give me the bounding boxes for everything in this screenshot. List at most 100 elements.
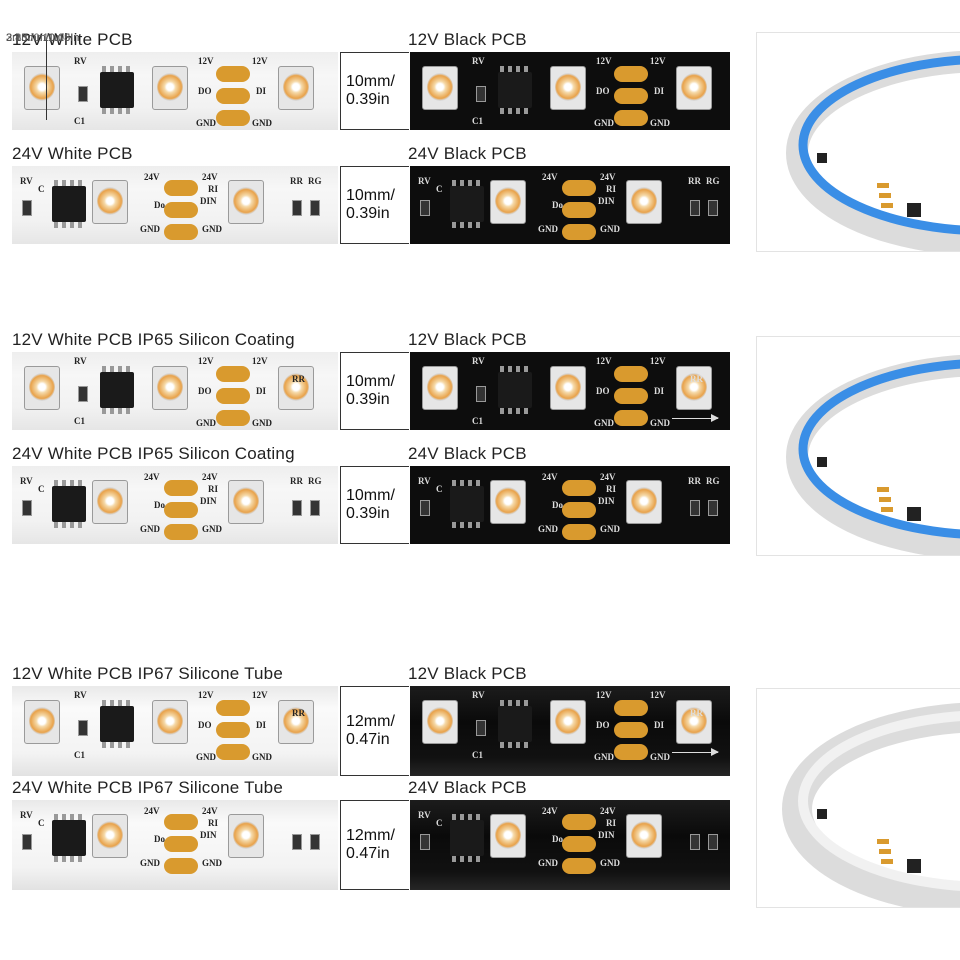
pcb-silkscreen-label: RV: [74, 56, 87, 66]
pcb-silkscreen-label: GND: [252, 418, 272, 428]
white-pcb-title: 24V White PCB: [12, 144, 133, 163]
led-emitter: [495, 821, 521, 849]
pcb-silkscreen-label: 24V: [144, 172, 160, 182]
pcb-silkscreen-label: 12V: [252, 690, 268, 700]
width-in: 0.39in: [346, 205, 390, 222]
pcb-silkscreen-label: RV: [20, 176, 33, 186]
led-emitter: [97, 821, 123, 849]
driver-ic-chip: [52, 480, 86, 528]
pcb-silkscreen-label: GND: [196, 418, 216, 428]
rgbw-led: [152, 66, 188, 110]
led-emitter: [29, 707, 55, 735]
pcb-silkscreen-label: GND: [650, 118, 670, 128]
pcb-silkscreen-label: DO: [198, 86, 212, 96]
led-emitter: [233, 187, 259, 215]
solder-pad: [562, 836, 596, 852]
driver-ic-chip: [450, 180, 484, 228]
strip-reel-photo: [756, 32, 960, 252]
rgbw-led: [550, 66, 586, 110]
rgbw-led: [422, 700, 458, 744]
rgbw-led: [92, 180, 128, 224]
rgbw-led: [676, 366, 712, 410]
resistor: [22, 500, 32, 516]
driver-ic-chip: [100, 700, 134, 748]
resistor: [708, 834, 718, 850]
pcb-silkscreen-label: DIN: [598, 496, 615, 506]
width-mm: 12mm/: [346, 827, 395, 844]
solder-pad: [614, 366, 648, 382]
pcb-silkscreen-label: RR: [690, 708, 703, 718]
pcb-silkscreen-label: RR: [292, 374, 305, 384]
rgbw-led: [422, 366, 458, 410]
strip-width-dimension: 10mm/0.39in: [346, 487, 395, 523]
pcb-silkscreen-label: RG: [706, 476, 720, 486]
pcb-silkscreen-label: 24V: [202, 472, 218, 482]
rgbw-led: [626, 180, 662, 224]
pcb-silkscreen-label: RV: [74, 356, 87, 366]
rgbw-led: [92, 480, 128, 524]
led-emitter: [29, 373, 55, 401]
solder-pad: [614, 110, 648, 126]
black-pcb-title: 24V Black PCB: [408, 144, 527, 163]
pcb-silkscreen-label: 24V: [542, 472, 558, 482]
driver-ic-chip: [100, 366, 134, 414]
resistor: [690, 834, 700, 850]
pcb-silkscreen-label: RV: [418, 810, 431, 820]
reel-illustration: [786, 50, 960, 251]
solder-pad: [614, 700, 648, 716]
black-pcb-title: 12V Black PCB: [408, 30, 527, 49]
rgbw-led: [228, 480, 264, 524]
pcb-silkscreen-label: RI: [208, 484, 219, 494]
width-mm: 10mm/: [346, 73, 395, 90]
pcb-silkscreen-label: RI: [208, 818, 219, 828]
pcb-silkscreen-label: Do: [552, 200, 563, 210]
rgbw-led: [24, 700, 60, 744]
driver-ic-chip: [52, 180, 86, 228]
rgbw-led: [490, 480, 526, 524]
resistor: [78, 720, 88, 736]
solder-pad: [164, 224, 198, 240]
rgbw-led: [228, 814, 264, 858]
pcb-silkscreen-label: 12V: [650, 56, 666, 66]
pcb-silkscreen-label: DO: [596, 720, 610, 730]
pcb-silkscreen-label: DI: [654, 386, 665, 396]
pcb-silkscreen-label: 12V: [650, 356, 666, 366]
black-pcb-title: 12V Black PCB: [408, 330, 527, 349]
pcb-silkscreen-label: RR: [688, 476, 701, 486]
pcb-silkscreen-label: DI: [256, 86, 267, 96]
pcb-silkscreen-label: RG: [308, 476, 322, 486]
pcb-silkscreen-label: C: [38, 818, 45, 828]
rgbw-led: [490, 814, 526, 858]
led-emitter: [97, 487, 123, 515]
solder-pad: [164, 524, 198, 540]
strip-width-dimension: 12mm/0.47in: [346, 713, 395, 749]
pcb-silkscreen-label: DI: [256, 720, 267, 730]
pcb-silkscreen-label: 12V: [198, 56, 214, 66]
resistor: [420, 200, 430, 216]
strip-thickness-label: 3.85mm/0.15In: [6, 32, 80, 44]
width-in: 0.47in: [346, 845, 390, 862]
led-emitter: [631, 821, 657, 849]
led-emitter: [427, 707, 453, 735]
solder-pad: [216, 722, 250, 738]
resistor: [22, 834, 32, 850]
led-emitter: [157, 73, 183, 101]
pcb-silkscreen-label: GND: [650, 752, 670, 762]
pcb-silkscreen-label: GND: [140, 224, 160, 234]
pcb-silkscreen-label: GND: [650, 418, 670, 428]
pcb-silkscreen-label: DO: [198, 720, 212, 730]
pcb-silkscreen-label: 24V: [600, 472, 616, 482]
driver-ic-chip: [52, 814, 86, 862]
rgbw-led: [152, 700, 188, 744]
pcb-silkscreen-label: DIN: [598, 196, 615, 206]
rgbw-led: [228, 180, 264, 224]
led-emitter: [233, 821, 259, 849]
solder-pad: [562, 180, 596, 196]
black-pcb-title: 24V Black PCB: [408, 778, 527, 797]
pcb-silkscreen-label: Do: [154, 500, 165, 510]
rgbw-led: [676, 66, 712, 110]
resistor: [476, 386, 486, 402]
resistor: [292, 500, 302, 516]
